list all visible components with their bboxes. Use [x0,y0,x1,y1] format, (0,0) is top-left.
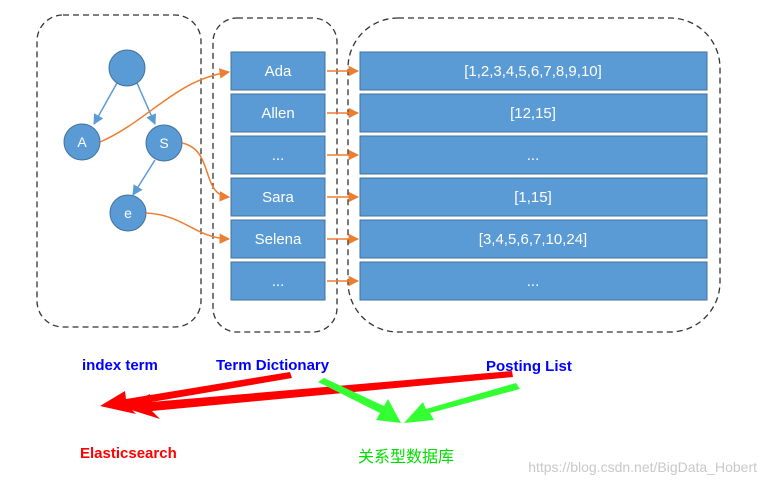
posting-label: ... [527,273,540,290]
term-dictionary: Ada Allen ... Sara Selena ... [230,51,326,301]
trie-edge-root-s [136,82,157,125]
relational-db-arrows [318,378,520,423]
posting-row: [12,15] [359,93,708,133]
trie-edge-s-e [132,159,156,196]
trie-node-e-label: e [124,205,132,221]
term-label: ... [272,273,285,290]
trie-node-s-label: S [159,135,168,151]
posting-row: ... [359,135,708,175]
posting-row: ... [359,261,708,301]
term-to-posting-links [327,65,360,287]
posting-row: [1,2,3,4,5,6,7,8,9,10] [359,51,708,91]
term-row: Ada [230,51,326,91]
green-arrow-posting-list [404,383,520,423]
legend-relational-db: 关系型数据库 [358,448,454,466]
posting-label: [1,2,3,4,5,6,7,8,9,10] [464,63,602,80]
term-row: Allen [230,93,326,133]
elasticsearch-arrows [100,371,513,419]
posting-row: [1,15] [359,177,708,217]
trie-node-root [108,49,146,87]
term-label: Sara [262,189,294,206]
red-arrow-posting-list [122,371,513,419]
posting-list-container [347,17,721,333]
link-s-sara [181,142,231,202]
term-row: Sara [230,177,326,217]
legend-posting-list: Posting List [486,358,572,375]
posting-label: ... [527,147,540,164]
trie-node-a-label: A [77,134,87,150]
trie-container [36,14,202,328]
term-dictionary-container [212,17,338,333]
posting-label: [1,15] [514,189,552,206]
legend-term-dictionary: Term Dictionary [216,357,330,374]
red-arrow-term-dictionary [100,372,292,414]
green-arrow-term-dictionary [318,378,401,423]
term-label: Ada [265,63,292,80]
term-label: Selena [255,231,302,248]
term-label: Allen [261,105,294,122]
posting-list: [1,2,3,4,5,6,7,8,9,10] [12,15] ... [1,15… [359,51,708,301]
link-a-ada [99,68,231,143]
posting-label: [3,4,5,6,7,10,24] [479,231,587,248]
term-row: ... [230,261,326,301]
watermark: https://blog.csdn.net/BigData_Hobert [528,459,757,475]
trie-nodes: A S e [63,49,183,232]
posting-label: [12,15] [510,105,556,122]
posting-row: [3,4,5,6,7,10,24] [359,219,708,259]
trie-edge-root-a [93,82,118,125]
trie-to-term-links [99,68,231,244]
term-row: Selena [230,219,326,259]
term-row: ... [230,135,326,175]
trie-edges [93,82,157,196]
legend-elasticsearch: Elasticsearch [80,445,177,462]
term-label: ... [272,147,285,164]
legend-index-term: index term [82,357,158,374]
link-e-selena [145,212,231,244]
